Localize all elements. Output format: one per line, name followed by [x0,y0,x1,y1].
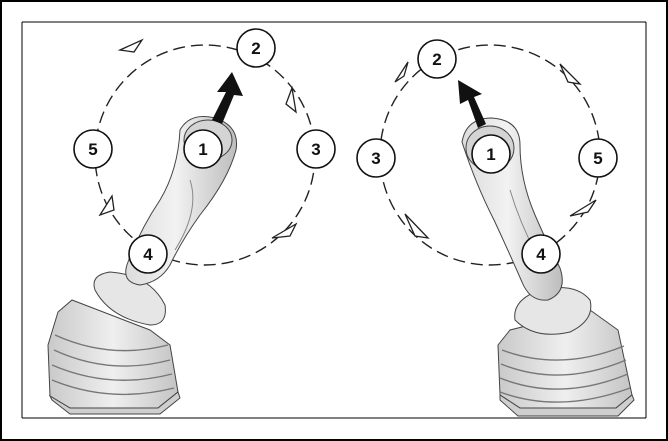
right-callout-2: 2 [417,39,457,79]
right-joystick-base [497,287,635,417]
left-callout-2: 2 [236,28,276,68]
right-path-arrow-top-right [559,63,582,85]
right-callout-1: 1 [471,134,511,174]
svg-text:4: 4 [143,245,153,264]
right-direction-arrow [458,80,486,128]
svg-text:3: 3 [371,149,380,168]
svg-text:2: 2 [251,39,260,58]
left-callout-5: 5 [73,129,113,169]
svg-text:1: 1 [198,140,207,159]
svg-text:5: 5 [593,149,602,168]
svg-text:1: 1 [486,145,495,164]
left-path-arrow-bottom-right [271,222,298,239]
svg-text:5: 5 [88,140,97,159]
svg-text:4: 4 [536,245,546,264]
left-path-arrow-left [98,194,115,217]
right-callout-4: 4 [521,234,561,274]
left-joystick-base [47,271,181,415]
right-path-arrow-left [394,61,409,83]
left-callout-1: 1 [183,129,223,169]
svg-text:2: 2 [432,50,441,69]
left-path-arrow-top [117,38,144,53]
left-callout-4: 4 [128,234,168,274]
right-path-arrow-right [569,199,597,217]
right-joystick: 1 2 3 4 5 [356,39,635,417]
right-callout-5: 5 [578,138,618,178]
left-callout-3: 3 [296,129,336,169]
right-callout-3: 3 [356,138,396,178]
svg-text:3: 3 [311,140,320,159]
left-direction-arrow [212,72,243,124]
right-path-arrow-bottom-left [404,213,430,239]
left-joystick: 1 2 3 4 5 [47,28,336,415]
left-path-arrow-right [285,85,297,114]
